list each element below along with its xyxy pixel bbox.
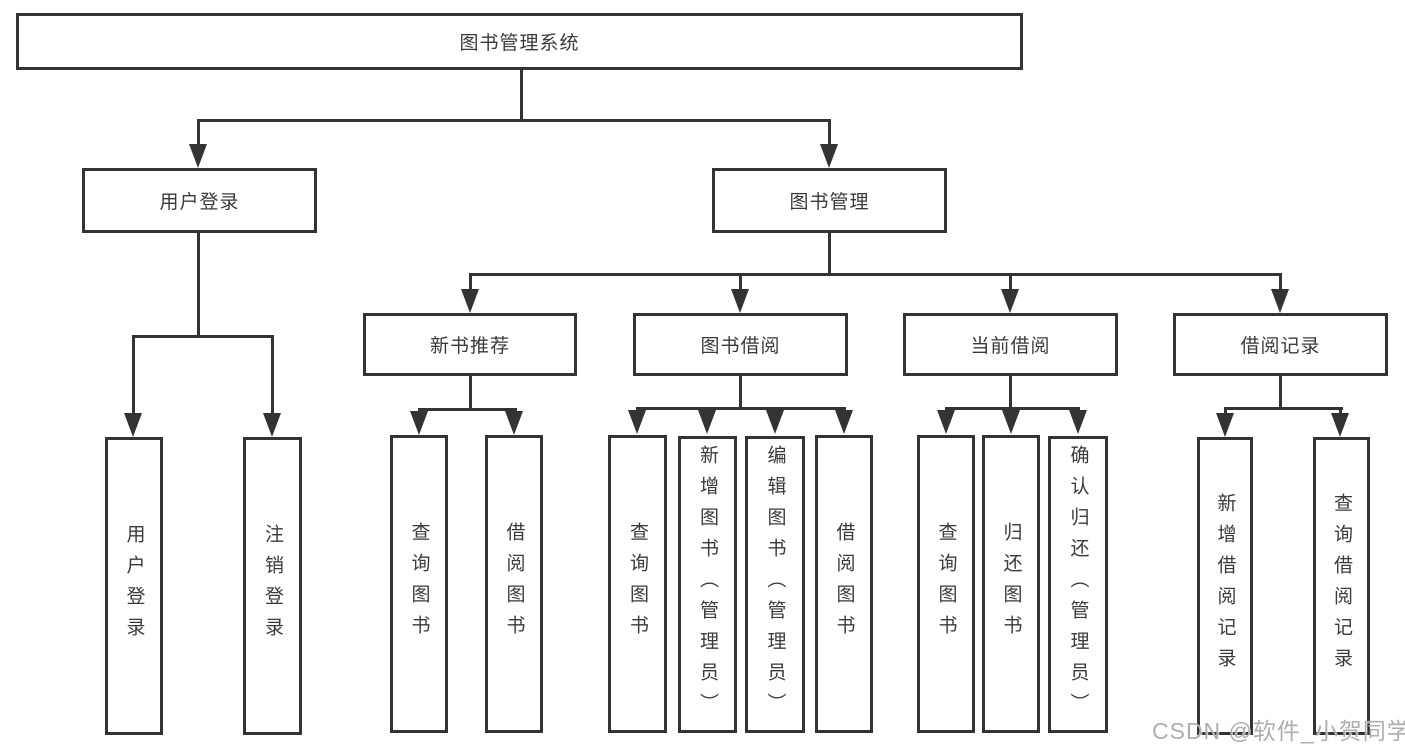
node-logout: 注销登录 — [243, 437, 302, 735]
node-new-book-recommend-label: 新书推荐 — [429, 336, 510, 357]
connector-drop-add-record — [1224, 407, 1227, 415]
node-add-book-admin-label: 新增图书（管理员） — [697, 445, 718, 724]
connector-drop-logout — [271, 335, 274, 415]
connector-book-mgmt-trunk — [828, 233, 831, 273]
node-return-book-label: 归还图书 — [1000, 522, 1022, 646]
arrowhead — [1001, 289, 1019, 313]
node-login-label: 用户登录 — [123, 524, 145, 648]
node-borrow-books-label: 借阅图书 — [833, 522, 855, 646]
connector-current-borrow-branch — [945, 407, 1080, 410]
arrowhead — [1271, 289, 1289, 313]
node-library-system: 图书管理系统 — [16, 13, 1023, 70]
node-borrow-books-recommend: 借阅图书 — [485, 435, 543, 733]
arrowhead — [1069, 410, 1087, 434]
node-borrow-records-label: 借阅记录 — [1240, 336, 1321, 357]
watermark-text: CSDN @软件_小贺同学 — [1152, 718, 1405, 744]
arrowhead — [937, 410, 955, 434]
connector-new-book-trunk — [469, 376, 472, 411]
node-confirm-return-admin-label: 确认归还（管理员） — [1067, 445, 1089, 724]
arrowhead — [766, 410, 784, 434]
arrowhead — [263, 413, 281, 437]
connector-user-login-trunk — [197, 233, 200, 338]
node-add-book-admin: 新增图书（管理员） — [678, 436, 737, 733]
connector-current-borrow-trunk — [1009, 376, 1012, 410]
node-logout-label: 注销登录 — [262, 524, 283, 648]
node-query-books-recommend-label: 查询图书 — [408, 522, 430, 646]
connector-drop-login — [132, 335, 135, 415]
connector-book-borrow-branch — [636, 407, 846, 410]
connector-borrow-records-trunk — [1279, 376, 1282, 410]
node-add-borrow-record-label: 新增借阅记录 — [1214, 493, 1236, 679]
node-current-borrow-label: 当前借阅 — [970, 336, 1051, 357]
node-query-borrow-record-label: 查询借阅记录 — [1331, 493, 1352, 679]
connector-borrow-records-branch — [1224, 407, 1343, 410]
connector-new-book-branch — [418, 408, 517, 411]
connector-drop-current-borrow — [1009, 273, 1012, 291]
connector-drop-user-login — [197, 119, 200, 147]
connector-level2-branch — [469, 273, 1282, 276]
connector-root-trunk — [520, 70, 523, 122]
node-login: 用户登录 — [105, 437, 163, 735]
node-new-book-recommend: 新书推荐 — [363, 313, 577, 376]
node-current-borrow: 当前借阅 — [903, 313, 1118, 376]
node-query-books-current: 查询图书 — [917, 435, 975, 733]
connector-user-login-branch — [132, 335, 274, 338]
connector-drop-borrow-records — [1279, 273, 1282, 291]
node-book-borrow-label: 图书借阅 — [700, 336, 781, 357]
connector-book-borrow-trunk — [739, 376, 742, 410]
node-edit-book-admin: 编辑图书（管理员） — [745, 436, 805, 733]
node-user-login-label: 用户登录 — [159, 192, 240, 213]
node-borrow-books: 借阅图书 — [815, 435, 873, 733]
node-query-books-recommend: 查询图书 — [390, 435, 448, 733]
node-confirm-return-admin: 确认归还（管理员） — [1048, 436, 1108, 733]
arrowhead — [124, 413, 142, 437]
arrowhead — [731, 289, 749, 313]
connector-drop-query-record — [1339, 407, 1342, 415]
arrowhead — [1331, 413, 1349, 437]
node-library-system-label: 图书管理系统 — [459, 33, 580, 54]
node-query-books-borrow: 查询图书 — [608, 435, 667, 733]
connector-drop-book-borrow — [739, 273, 742, 291]
node-return-book: 归还图书 — [982, 435, 1040, 733]
arrowhead — [835, 410, 853, 434]
arrowhead — [1002, 410, 1020, 434]
arrowhead — [461, 289, 479, 313]
node-book-borrow: 图书借阅 — [633, 313, 848, 376]
arrowhead — [410, 411, 428, 435]
node-query-books-borrow-label: 查询图书 — [627, 522, 648, 646]
node-user-login: 用户登录 — [82, 168, 317, 233]
node-borrow-records: 借阅记录 — [1173, 313, 1388, 376]
arrowhead — [628, 410, 646, 434]
node-borrow-books-recommend-label: 借阅图书 — [503, 522, 525, 646]
connector-level1-branch — [197, 119, 831, 122]
node-book-management: 图书管理 — [712, 168, 947, 233]
node-query-books-current-label: 查询图书 — [935, 522, 957, 646]
arrowhead — [505, 411, 523, 435]
node-edit-book-admin-label: 编辑图书（管理员） — [764, 445, 786, 724]
arrowhead — [1216, 413, 1234, 437]
node-query-borrow-record: 查询借阅记录 — [1313, 437, 1370, 735]
node-book-management-label: 图书管理 — [789, 192, 870, 213]
connector-drop-new-book — [469, 273, 472, 291]
arrowhead — [189, 144, 207, 168]
connector-drop-book-management — [828, 119, 831, 147]
arrowhead — [698, 410, 716, 434]
node-add-borrow-record: 新增借阅记录 — [1197, 437, 1253, 735]
arrowhead — [820, 144, 838, 168]
